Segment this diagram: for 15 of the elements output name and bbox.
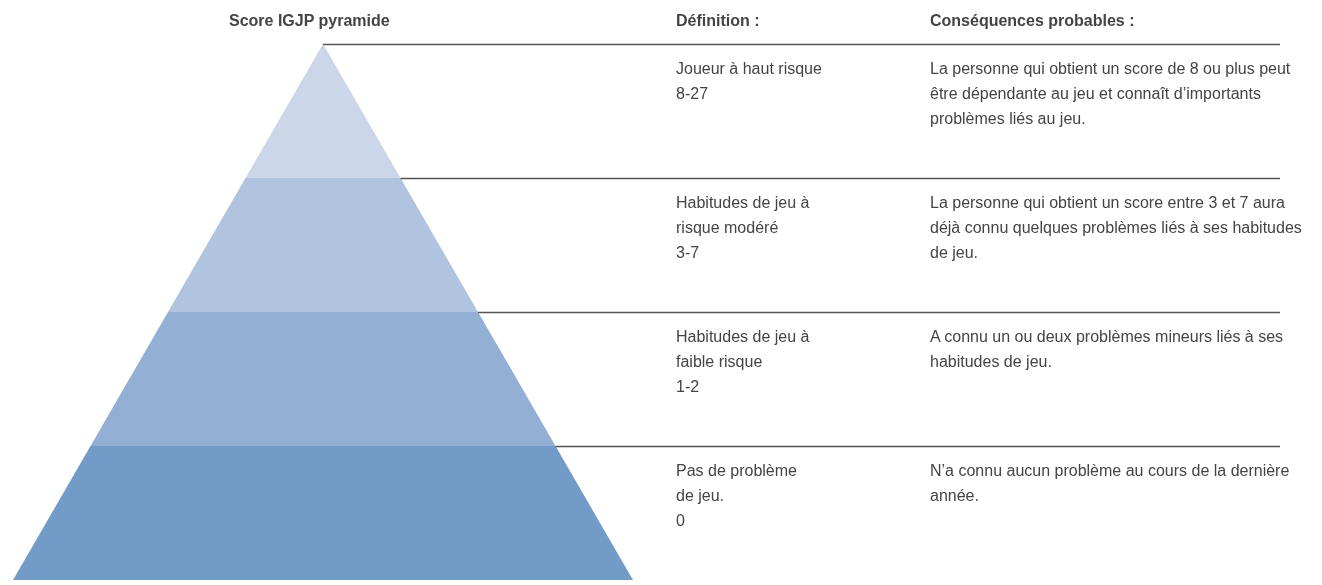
consequence-text: N’a connu aucun problème au cours de la dernière année. <box>930 461 1291 506</box>
definition-text: Pas de problème de jeu. <box>676 461 798 506</box>
score-range: 0 <box>676 511 686 531</box>
consequence-text: La personne qui obtient un score de 8 ou plus peut être dépendante au jeu et connaît d’importants problèmes liés au jeu. <box>930 59 1292 129</box>
column-heading: Conséquences probables : <box>930 11 1136 31</box>
score-range: 8-27 <box>676 84 710 104</box>
score-range: 3-7 <box>676 243 701 263</box>
definition-text: Habitudes de jeu à risque modéré <box>676 193 811 238</box>
definition-text: Joueur à haut risque <box>676 59 823 79</box>
consequence-text: A connu un ou deux problèmes mineurs liés à ses habitudes de jeu. <box>930 327 1285 372</box>
definition-text: Habitudes de jeu à faible risque <box>676 327 811 372</box>
score-range: 1-2 <box>676 377 701 397</box>
consequence-text: La personne qui obtient un score entre 3 et 7 aura déjà connu quelques problèmes liés à ses habitudes de jeu. <box>930 193 1302 263</box>
column-heading: Score IGJP pyramide <box>229 11 391 31</box>
column-heading: Définition : <box>676 11 761 31</box>
